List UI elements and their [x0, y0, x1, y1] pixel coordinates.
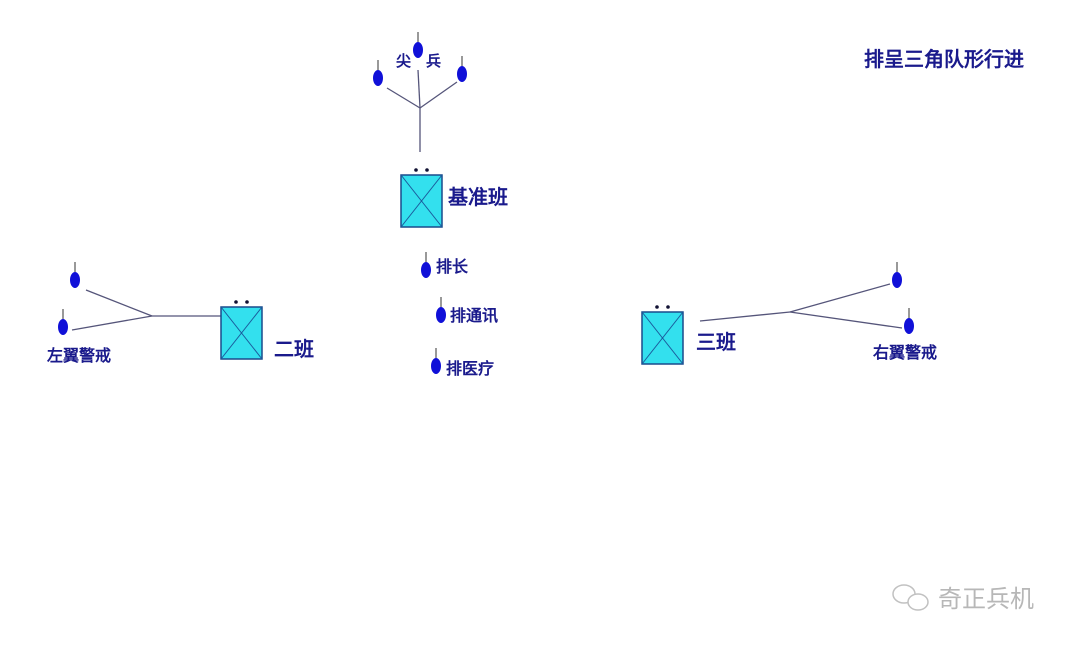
platoon-comms-label: 排通讯 — [450, 306, 498, 325]
platoon-leader-icon — [420, 251, 432, 279]
point-label-left: 尖 — [396, 52, 411, 70]
diagram-title: 排呈三角队形行进 — [864, 47, 1024, 71]
base-squad-label: 基准班 — [448, 185, 508, 209]
third-squad-label: 三班 — [696, 330, 736, 354]
left-wing-group: 左翼警戒 — [46, 261, 221, 365]
right-guard-label: 右翼警戒 — [873, 343, 937, 362]
second-squad-label: 二班 — [274, 337, 314, 361]
soldier-icon — [903, 307, 915, 335]
right-wing-group: 右翼警戒 — [699, 261, 937, 362]
point-group: 尖 兵 — [372, 31, 468, 152]
base-squad-icon — [400, 167, 443, 228]
soldier-icon — [57, 308, 69, 336]
soldier-icon — [372, 59, 384, 87]
soldier-icon — [456, 55, 468, 83]
wechat-icon — [892, 584, 929, 611]
platoon-medic-icon — [430, 347, 442, 375]
soldier-icon — [412, 31, 424, 59]
platoon-medic-label: 排医疗 — [446, 359, 494, 378]
left-guard-label: 左翼警戒 — [46, 346, 111, 365]
watermark-text: 奇正兵机 — [938, 585, 1034, 613]
soldier-icon — [891, 261, 903, 289]
platoon-comms-icon — [435, 296, 447, 324]
platoon-leader-label: 排长 — [436, 257, 469, 276]
second-squad-icon — [220, 299, 263, 360]
third-squad-icon — [641, 304, 684, 365]
point-label-right: 兵 — [426, 52, 441, 70]
soldier-icon — [69, 261, 81, 289]
watermark: 奇正兵机 — [892, 584, 1034, 613]
